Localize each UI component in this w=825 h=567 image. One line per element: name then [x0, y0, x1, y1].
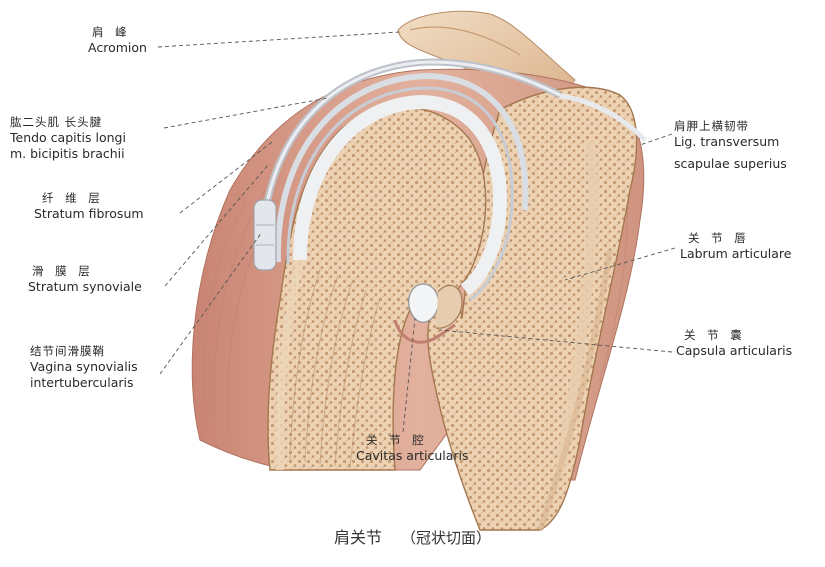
label-fibrosum-en: Stratum fibrosum	[34, 206, 144, 221]
label-cavitas-en: Cavitas articularis	[356, 448, 469, 463]
label-vagina: 结节间滑膜鞘 Vagina synovialis intertubercular…	[30, 343, 138, 391]
label-tendo-en1: Tendo capitis longi	[10, 130, 126, 145]
label-labrum-zh: 关 节 唇	[688, 231, 750, 245]
label-lig-en2: scapulae superius	[674, 156, 787, 171]
label-acromion-zh: 肩 峰	[92, 25, 131, 39]
caption-sub: （冠状切面）	[401, 529, 492, 547]
label-lig-zh: 肩胛上横韧带	[674, 119, 749, 133]
label-acromion: 肩 峰 Acromion	[88, 24, 147, 56]
label-tendo-en2: m. bicipitis brachii	[10, 146, 125, 161]
lig-transversum	[559, 93, 647, 142]
label-fibrosum-zh: 纤 维 层	[42, 191, 104, 205]
caption-main: 肩关节	[333, 528, 382, 547]
label-lig: 肩胛上横韧带 Lig. transversum scapulae superiu…	[674, 118, 787, 172]
label-fibrosum: 纤 维 层 Stratum fibrosum	[34, 190, 144, 222]
label-capsula: 关 节 囊 Capsula articularis	[676, 327, 792, 359]
leader-lines	[157, 31, 676, 433]
label-acromion-en: Acromion	[88, 40, 147, 55]
label-labrum: 关 节 唇 Labrum articulare	[680, 230, 791, 262]
label-labrum-en: Labrum articulare	[680, 246, 792, 261]
label-synoviale-zh: 滑 膜 层	[32, 264, 94, 278]
figure-caption: 肩关节 （冠状切面）	[0, 524, 825, 548]
label-tendo: 肱二头肌 长头腱 Tendo capitis longi m. bicipiti…	[10, 114, 126, 162]
label-capsula-zh: 关 节 囊	[684, 328, 746, 342]
label-synoviale-en: Stratum synoviale	[28, 279, 142, 294]
label-vagina-en1: Vagina synovialis	[30, 359, 138, 374]
stratum-fibrosum-layer	[274, 72, 529, 263]
label-tendo-zh: 肱二头肌 长头腱	[10, 115, 103, 129]
label-vagina-en2: intertubercularis	[30, 375, 134, 390]
label-cavitas: 关 节 腔 Cavitas articularis	[356, 432, 469, 464]
articular-cartilage	[293, 94, 508, 296]
label-capsula-en: Capsula articularis	[676, 343, 793, 358]
label-cavitas-zh: 关 节 腔	[366, 433, 428, 447]
joint-cavity	[408, 283, 439, 323]
label-synoviale: 滑 膜 层 Stratum synoviale	[28, 263, 142, 295]
synovial-sheath	[253, 199, 277, 271]
labrum	[435, 284, 463, 329]
label-lig-en1: Lig. transversum	[674, 134, 780, 149]
humerus-bone	[267, 106, 487, 471]
stratum-synoviale-layer	[286, 86, 514, 302]
label-vagina-zh: 结节间滑膜鞘	[30, 344, 105, 358]
